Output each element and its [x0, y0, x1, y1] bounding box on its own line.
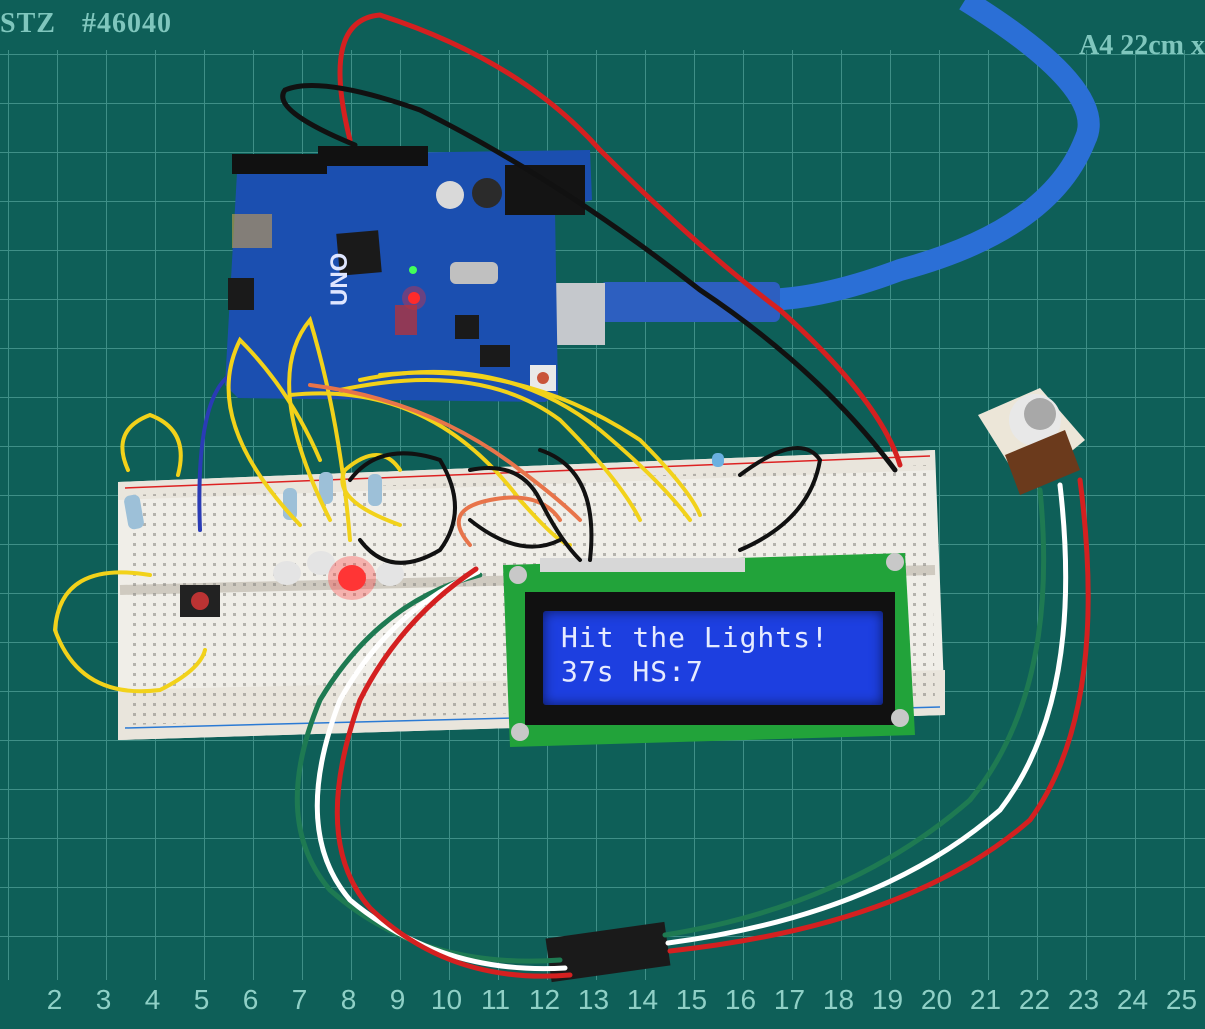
wire-connector: [545, 921, 671, 983]
usb-cable: [759, 0, 1100, 311]
ruler-tick: 20: [920, 984, 953, 1015]
lcd-line-2: 37s HS:7: [561, 655, 704, 688]
ruler-tick: 3: [95, 984, 112, 1015]
ruler-tick: 23: [1067, 984, 1100, 1015]
ruler-tick: 22: [1018, 984, 1051, 1015]
mat-size-label: A4 22cm x: [1079, 30, 1205, 61]
resistors: [124, 453, 724, 530]
mat-brand: STZ: [0, 8, 56, 39]
ruler-tick: 11: [480, 984, 511, 1015]
lcd-screen: Hit the Lights! 37s HS:7: [543, 611, 883, 705]
lcd-line-1: Hit the Lights!: [561, 621, 829, 654]
ruler-tick: 15: [675, 984, 708, 1015]
leds: [273, 551, 404, 600]
ruler-tick: 25: [1165, 984, 1198, 1015]
mat-ruler: 2 3 4 5 6 7 8 9 10 11 12 13 14 15 16 17 …: [30, 984, 1205, 1016]
ruler-tick: 14: [626, 984, 659, 1015]
push-button-cap: [191, 592, 209, 610]
ruler-tick: 24: [1116, 984, 1149, 1015]
potentiometer: [978, 388, 1085, 495]
ruler-tick: 17: [773, 984, 806, 1015]
ruler-tick: 12: [528, 984, 561, 1015]
mat-model: #46040: [81, 8, 172, 39]
ruler-tick: 5: [193, 984, 210, 1015]
wires: [52, 12, 1091, 979]
ruler-tick: 4: [144, 984, 161, 1015]
mat-header: STZ #46040: [0, 8, 172, 40]
ruler-tick: 19: [871, 984, 904, 1015]
ruler-tick: 10: [430, 984, 463, 1015]
ruler-tick: 18: [822, 984, 855, 1015]
ruler-tick: 16: [724, 984, 757, 1015]
ruler-tick: 7: [291, 984, 308, 1015]
ruler-tick: 21: [969, 984, 1002, 1015]
ruler-tick: 13: [577, 984, 610, 1015]
ruler-tick: 6: [242, 984, 259, 1015]
arduino-board: [225, 146, 592, 402]
ruler-tick: 2: [46, 984, 63, 1015]
ruler-tick: 9: [389, 984, 406, 1015]
ruler-tick: 8: [340, 984, 357, 1015]
arduino-label: UNO: [326, 252, 353, 306]
